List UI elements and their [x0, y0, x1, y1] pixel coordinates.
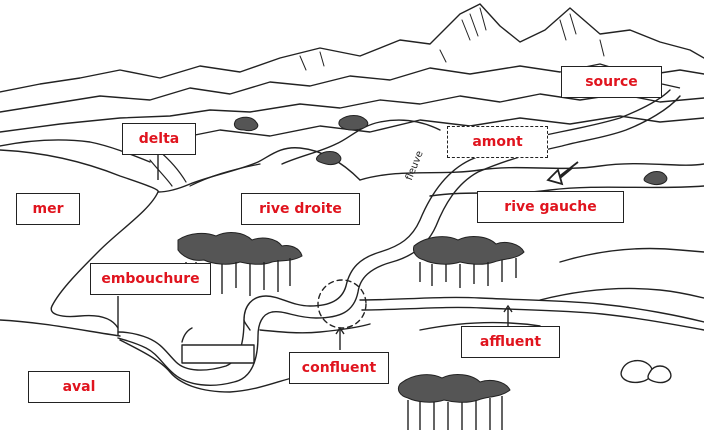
label-aval: aval	[28, 371, 130, 403]
river-upper	[281, 119, 441, 165]
forest	[177, 115, 672, 430]
hill-contour	[429, 185, 704, 197]
label-affluent: affluent	[461, 326, 560, 358]
label-amont: amont	[447, 126, 548, 158]
hill-contour	[0, 319, 121, 337]
bank-contour	[259, 323, 371, 334]
hill-contour	[539, 287, 704, 301]
mountain-ridge	[0, 3, 704, 93]
mountain-ridge	[0, 93, 704, 133]
arrow-source	[661, 83, 681, 89]
mountain-hatching	[299, 7, 605, 71]
river-bank	[117, 89, 671, 371]
label-mer: mer	[16, 193, 80, 225]
harbour-arrow	[181, 319, 251, 343]
label-delta: delta	[122, 123, 196, 155]
coastline	[0, 149, 159, 329]
harbour-rect	[181, 344, 255, 364]
tributary	[361, 306, 704, 331]
label-rive-droite: rive droite	[241, 193, 360, 225]
tributary	[359, 296, 704, 323]
label-embouchure: embouchure	[90, 263, 211, 295]
arrow-flow-direction	[546, 161, 579, 186]
hill-contour	[419, 321, 541, 331]
confluent-circle	[317, 279, 367, 329]
arrow-confluent	[335, 326, 345, 350]
hill-contour	[559, 247, 704, 263]
mountain-ridge	[169, 115, 704, 141]
river-upper	[157, 147, 361, 193]
label-confluent: confluent	[289, 352, 389, 384]
hill-contour	[359, 162, 704, 181]
label-rive-gauche: rive gauche	[477, 191, 624, 223]
river-bank	[117, 95, 681, 386]
arrow-affluent	[503, 304, 513, 326]
label-source: source	[561, 66, 662, 98]
